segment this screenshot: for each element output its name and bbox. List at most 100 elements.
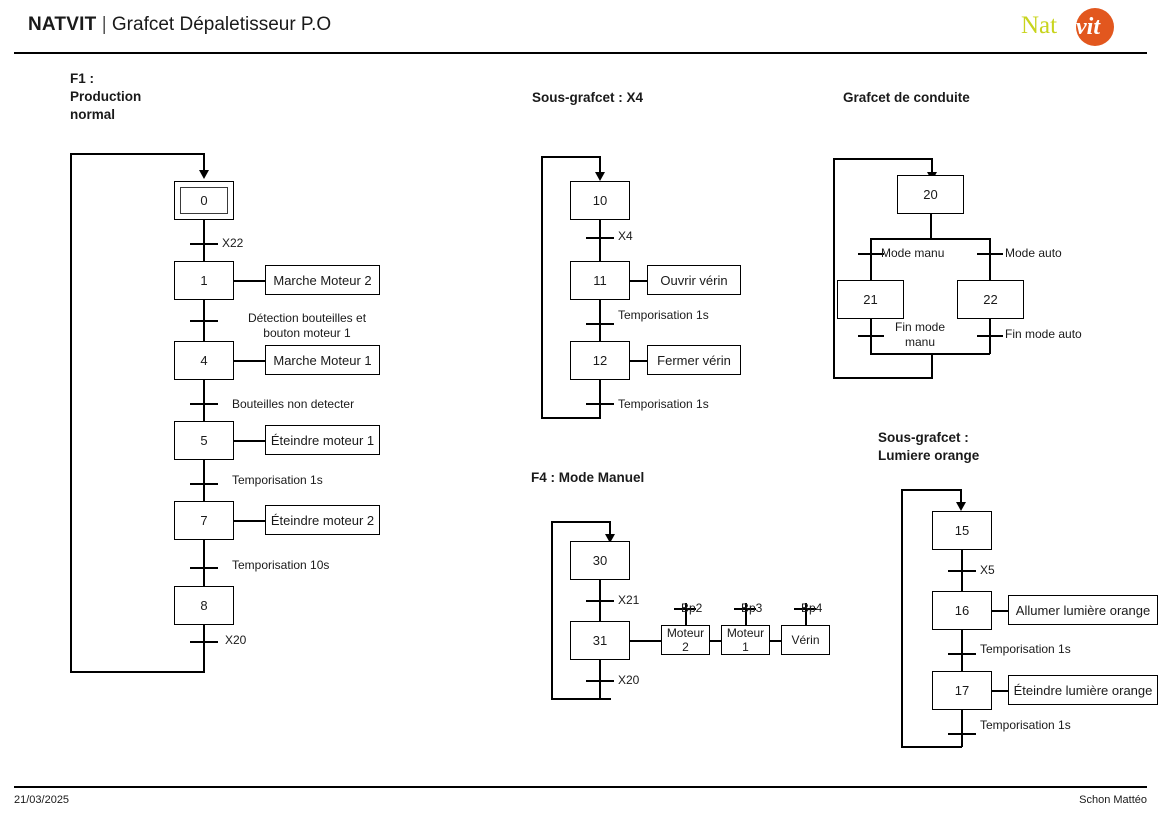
f1-action-label-4: Marche Moteur 1	[273, 352, 372, 368]
conduite-convergence-down	[931, 353, 933, 378]
f4-cond-stem-bp4	[805, 603, 807, 625]
lumiere-step-15[interactable]: 15	[932, 511, 992, 550]
header-divider	[14, 52, 1147, 54]
f1-step-7[interactable]: 7	[174, 501, 234, 540]
f4-entry-arrow-icon	[604, 534, 615, 543]
lumiere-action-box-16[interactable]: Allumer lumière orange	[1008, 595, 1158, 625]
f4-action-label-verin: Vérin	[791, 633, 820, 647]
f4-step-31-label: 31	[592, 633, 608, 648]
f1-step-1[interactable]: 1	[174, 261, 234, 300]
f4-chain-link-2	[770, 640, 781, 642]
f1-link-4-5	[203, 380, 205, 421]
footer-author: Schon Mattéo	[1079, 794, 1147, 806]
f4-action-link-31	[630, 640, 661, 642]
conduite-transition-bar-manu	[858, 253, 884, 255]
f4-chain-link-1	[710, 640, 721, 642]
conduite-loop-left	[833, 158, 835, 379]
page-title: NATVIT | Grafcet Dépaletisseur P.O	[28, 14, 331, 36]
f4-cond-bar-bp4	[794, 608, 816, 610]
lumiere-loop-bottom	[901, 746, 962, 748]
f1-action-link-5	[234, 440, 265, 442]
conduite-step-21[interactable]: 21	[837, 280, 904, 319]
f4-step-31[interactable]: 31	[570, 621, 630, 660]
conduite-transition-bar-auto	[977, 253, 1003, 255]
conduite-transition-label-auto: Mode auto	[1005, 246, 1062, 260]
conduite-transition-label-fin-manu: Fin mode manu	[894, 320, 946, 349]
f4-cond-stem-bp3	[745, 603, 747, 625]
f4-step-30-label: 30	[592, 553, 608, 568]
f1-action-box-5[interactable]: Éteindre moteur 1	[265, 425, 380, 455]
x4-transition-label-0: X4	[618, 229, 633, 243]
f1-transition-bar-3	[190, 483, 218, 485]
x4-action-box-11[interactable]: Ouvrir vérin	[647, 265, 741, 295]
lumiere-step-15-label: 15	[954, 523, 970, 538]
f1-action-label-1: Marche Moteur 2	[273, 272, 372, 288]
f1-step-4[interactable]: 4	[174, 341, 234, 380]
f1-action-link-7	[234, 520, 265, 522]
f1-link-8-loop	[203, 625, 205, 672]
f4-link-31-loop	[599, 660, 601, 699]
x4-link-10-11	[599, 220, 601, 261]
f4-transition-label-1: X20	[618, 673, 640, 687]
lumiere-step-17[interactable]: 17	[932, 671, 992, 710]
conduite-transition-bar-fin-manu	[858, 335, 884, 337]
conduite-step-22-label: 22	[983, 292, 998, 307]
footer-date: 21/03/2025	[14, 794, 70, 806]
x4-transition-bar-1	[586, 323, 614, 325]
f4-action-box-moteur1[interactable]: Moteur 1	[721, 625, 770, 655]
conduite-divergence-bar	[870, 238, 990, 240]
lumiere-entry-arrow-icon	[955, 502, 966, 511]
x4-action-box-12[interactable]: Fermer vérin	[647, 345, 741, 375]
f4-action-box-moteur2[interactable]: Moteur 2	[661, 625, 710, 655]
lumiere-action-link-16	[992, 610, 1008, 612]
x4-step-10[interactable]: 10	[570, 181, 630, 220]
conduite-link-20-div	[930, 214, 932, 238]
conduite-transition-label-manu: Mode manu	[881, 246, 945, 260]
lumiere-step-16[interactable]: 16	[932, 591, 992, 630]
f1-step-0[interactable]: 0	[174, 181, 234, 220]
logo-text-nat: Nat	[1021, 12, 1058, 39]
x4-action-label-12: Fermer vérin	[657, 352, 731, 368]
f1-transition-label-5: X20	[225, 633, 247, 647]
logo-text-vit: vit	[1076, 14, 1100, 40]
f4-step-30[interactable]: 30	[570, 541, 630, 580]
x4-step-12[interactable]: 12	[570, 341, 630, 380]
f1-action-box-7[interactable]: Éteindre moteur 2	[265, 505, 380, 535]
f1-step-5[interactable]: 5	[174, 421, 234, 460]
f4-action-label-moteur1: Moteur 1	[726, 626, 765, 654]
f1-action-link-4	[234, 360, 265, 362]
x4-transition-bar-2	[586, 403, 614, 405]
f1-step-1-label: 1	[200, 273, 208, 288]
lumiere-loop-left	[901, 489, 903, 747]
x4-link-12-loop	[599, 380, 601, 418]
f1-transition-bar-5	[190, 641, 218, 643]
f1-loop-left	[70, 153, 72, 673]
f4-transition-bar-0	[586, 600, 614, 602]
section-title-conduite: Grafcet de conduite	[843, 90, 970, 105]
lumiere-action-box-17[interactable]: Éteindre lumière orange	[1008, 675, 1158, 705]
conduite-step-22[interactable]: 22	[957, 280, 1024, 319]
lumiere-link-16-17	[961, 630, 963, 671]
x4-action-link-11	[630, 280, 647, 282]
f4-transition-bar-1	[586, 680, 614, 682]
f1-action-label-7: Éteindre moteur 2	[270, 512, 375, 528]
f1-action-link-1	[234, 280, 265, 282]
f4-cond-stem-bp2	[685, 603, 687, 625]
x4-transition-bar-0	[586, 237, 614, 239]
f1-loop-top	[70, 153, 205, 155]
x4-step-11[interactable]: 11	[570, 261, 630, 300]
x4-entry-arrow-icon	[594, 172, 605, 181]
x4-step-11-label: 11	[593, 273, 607, 288]
f1-action-box-4[interactable]: Marche Moteur 1	[265, 345, 380, 375]
section-title-f1: F1 : Production normal	[70, 71, 142, 122]
f4-action-box-verin[interactable]: Vérin	[781, 625, 830, 655]
lumiere-link-17-loop	[961, 710, 963, 747]
f1-action-box-1[interactable]: Marche Moteur 2	[265, 265, 380, 295]
x4-action-label-11: Ouvrir vérin	[660, 272, 728, 288]
conduite-step-20[interactable]: 20	[897, 175, 964, 214]
x4-loop-left	[541, 156, 543, 418]
f4-cond-label-bp4: Bp4	[801, 601, 823, 615]
f1-step-8[interactable]: 8	[174, 586, 234, 625]
section-title-f4: F4 : Mode Manuel	[531, 470, 645, 485]
f1-transition-bar-4	[190, 567, 218, 569]
